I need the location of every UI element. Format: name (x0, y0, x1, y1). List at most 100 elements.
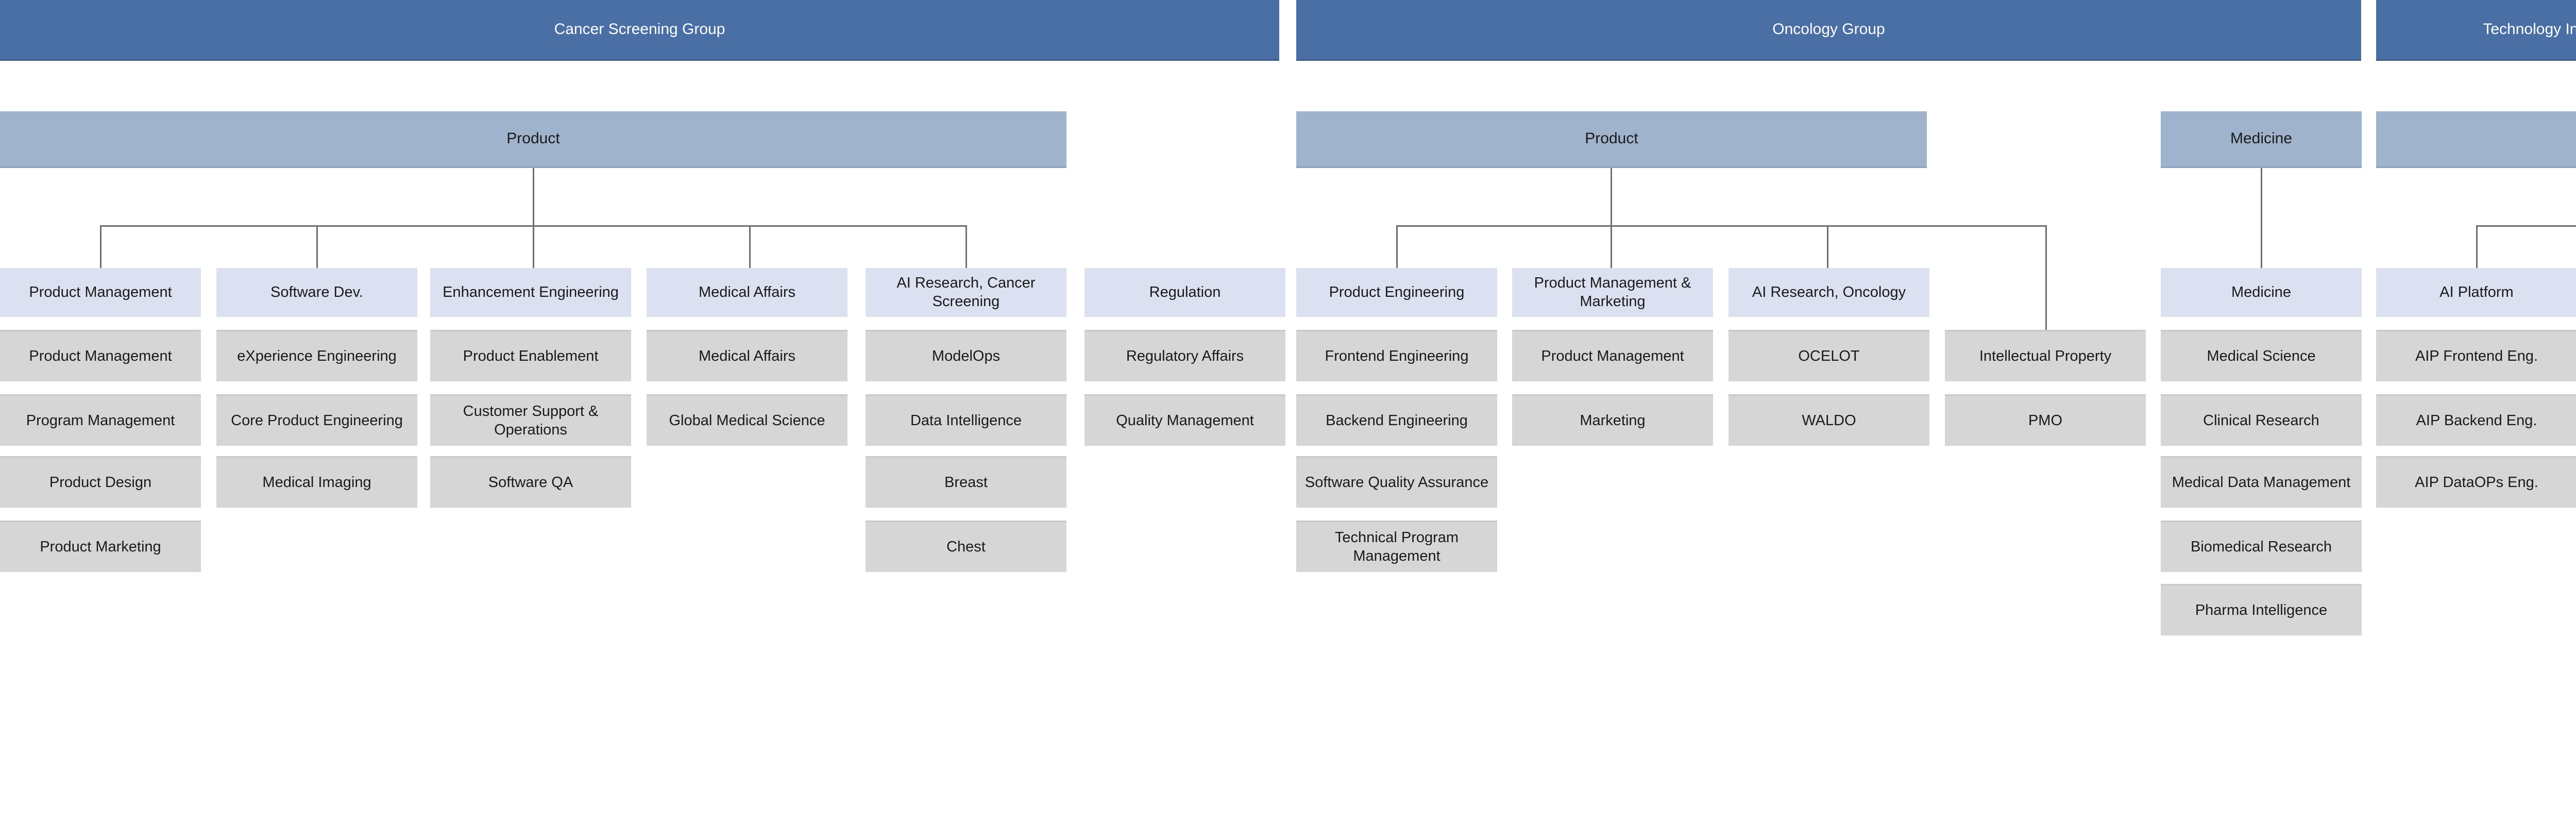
team-box-onc-product-engineering[interactable]: Product Engineering (1296, 268, 1497, 319)
sub-label: Backend Engineering (1326, 412, 1468, 429)
sub-box[interactable]: OCELOT (1728, 330, 1929, 381)
group-header-label: Cancer Screening Group (554, 21, 725, 38)
sub-label: Product Marketing (40, 538, 161, 555)
sub-label: Technical Program Management (1334, 529, 1459, 564)
team-box-cs-software-dev[interactable]: Software Dev. (216, 268, 417, 319)
team-label: AI Research, Cancer Screening (896, 275, 1036, 310)
sub-box[interactable]: Marketing (1512, 394, 1713, 446)
sub-label: Data Intelligence (910, 412, 1022, 429)
team-box-onc-product-management-marketing[interactable]: Product Management & Marketing (1512, 268, 1713, 319)
sub-label: Product Design (49, 474, 152, 491)
sub-box[interactable]: Biomedical Research (2161, 521, 2362, 572)
team-label: Product Management (29, 283, 172, 300)
sub-box[interactable]: Medical Science (2161, 330, 2362, 381)
connector-trunk-onc-product (1611, 168, 1612, 226)
team-label: AI Research, Oncology (1752, 283, 1906, 300)
sub-box[interactable]: ModelOps (866, 330, 1066, 381)
team-label: AI Platform (2439, 283, 2514, 300)
sub-box[interactable]: WALDO (1728, 394, 1929, 446)
sub-box[interactable]: PMO (1945, 394, 2146, 446)
sub-label: Intellectual Property (1979, 347, 2112, 364)
sub-box[interactable]: Clinical Research (2161, 394, 2362, 446)
sub-label: eXperience Engineering (237, 347, 397, 364)
team-label: Enhancement Engineering (443, 283, 619, 300)
team-box-cs-enhancement-engineering[interactable]: Enhancement Engineering (430, 268, 631, 319)
sub-label: Product Management (1541, 347, 1684, 364)
sub-box[interactable]: Frontend Engineering (1296, 330, 1497, 381)
connector-trunk-cs-product (533, 168, 534, 226)
sub-box[interactable]: Backend Engineering (1296, 394, 1497, 446)
sub-label: WALDO (1802, 412, 1856, 429)
sub-label: Frontend Engineering (1325, 347, 1469, 364)
unit-box-cs-product[interactable]: Product (0, 111, 1066, 168)
sub-label: Biomedical Research (2190, 538, 2332, 555)
team-box-ti-ai-platform[interactable]: AI Platform (2376, 268, 2576, 319)
sub-label: ModelOps (931, 347, 1001, 364)
sub-box[interactable]: AIP DataOPs Eng. (2376, 456, 2576, 508)
group-header-label: Technology Innovation Group (2483, 21, 2576, 38)
sub-box[interactable]: Medical Affairs (647, 330, 848, 381)
unit-box-ti-ai[interactable]: AI (2376, 111, 2576, 168)
sub-box[interactable]: Product Enablement (430, 330, 631, 381)
team-box-cs-ai-research[interactable]: AI Research, Cancer Screening (866, 268, 1066, 319)
connector-bus-onc-product (1396, 225, 2047, 227)
sub-label: Customer Support & Operations (463, 403, 599, 438)
sub-label: Chest (946, 538, 986, 555)
sub-box[interactable]: Technical Program Management (1296, 521, 1497, 572)
sub-label: OCELOT (1798, 347, 1860, 364)
sub-label: Marketing (1580, 412, 1646, 429)
sub-box-intellectual-property[interactable]: Intellectual Property (1945, 330, 2146, 381)
sub-box[interactable]: Global Medical Science (647, 394, 848, 446)
sub-label: Global Medical Science (669, 412, 825, 429)
sub-box[interactable]: AIP Frontend Eng. (2376, 330, 2576, 381)
sub-box[interactable]: Regulatory Affairs (1084, 330, 1285, 381)
unit-label: Product (1585, 130, 1638, 147)
unit-box-ti-medicine[interactable]: Medicine (2161, 111, 2362, 168)
sub-box[interactable]: Medical Imaging (216, 456, 417, 508)
sub-label: Product Management (29, 347, 172, 364)
sub-box[interactable]: Software Quality Assurance (1296, 456, 1497, 508)
group-header-oncology[interactable]: Oncology Group (1296, 0, 2361, 61)
connector-stub-cs-5 (965, 225, 967, 268)
sub-box[interactable]: Product Marketing (0, 521, 201, 572)
sub-box[interactable]: Core Product Engineering (216, 394, 417, 446)
team-box-onc-ai-research[interactable]: AI Research, Oncology (1728, 268, 1929, 319)
sub-box[interactable]: eXperience Engineering (216, 330, 417, 381)
sub-label: PMO (2028, 412, 2063, 429)
team-box-ti-medicine[interactable]: Medicine (2161, 268, 2362, 319)
sub-box[interactable]: Product Management (0, 330, 201, 381)
sub-label: Core Product Engineering (231, 412, 403, 429)
unit-box-onc-product[interactable]: Product (1296, 111, 1927, 168)
team-label: Software Dev. (270, 283, 363, 300)
connector-stub-onc-2 (1611, 225, 1612, 268)
sub-box[interactable]: Program Management (0, 394, 201, 446)
sub-box[interactable]: Product Management (1512, 330, 1713, 381)
sub-label: Product Enablement (463, 347, 599, 364)
sub-box[interactable]: AIP Backend Eng. (2376, 394, 2576, 446)
group-header-technology-innovation[interactable]: Technology Innovation Group (2376, 0, 2576, 61)
connector-stub-cs-4 (749, 225, 751, 268)
sub-label: AIP Backend Eng. (2416, 412, 2537, 429)
sub-box[interactable]: Software QA (430, 456, 631, 508)
connector-stub-cs-3 (533, 225, 534, 268)
sub-label: Breast (944, 474, 988, 491)
sub-box[interactable]: Data Intelligence (866, 394, 1066, 446)
sub-box[interactable]: Breast (866, 456, 1066, 508)
sub-box[interactable]: Pharma Intelligence (2161, 584, 2362, 635)
sub-label: Software QA (488, 474, 573, 491)
connector-stub-ai-1 (2476, 225, 2478, 268)
team-box-cs-medical-affairs[interactable]: Medical Affairs (647, 268, 848, 319)
sub-box[interactable]: Medical Data Management (2161, 456, 2362, 508)
sub-label: Pharma Intelligence (2195, 601, 2328, 618)
sub-label: Clinical Research (2203, 412, 2319, 429)
group-header-cancer-screening[interactable]: Cancer Screening Group (0, 0, 1279, 61)
sub-label: Medical Affairs (698, 347, 796, 364)
team-box-cs-product-management[interactable]: Product Management (0, 268, 201, 319)
team-box-cs-regulation[interactable]: Regulation (1084, 268, 1285, 319)
sub-box[interactable]: Chest (866, 521, 1066, 572)
team-label: Regulation (1149, 283, 1221, 300)
sub-label: Regulatory Affairs (1126, 347, 1244, 364)
sub-box[interactable]: Customer Support & Operations (430, 394, 631, 446)
sub-box[interactable]: Product Design (0, 456, 201, 508)
sub-box[interactable]: Quality Management (1084, 394, 1285, 446)
